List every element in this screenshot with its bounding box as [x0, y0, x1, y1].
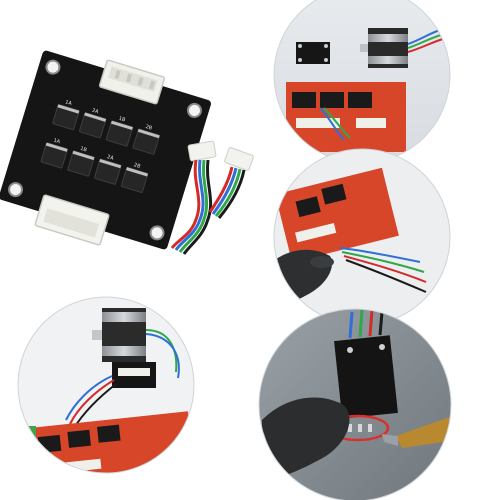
board-label-3: 1B: [118, 116, 127, 124]
board-label-1: 1A: [64, 99, 73, 107]
board-label-5: 1A: [53, 138, 62, 146]
circle-photo-motor-and-module: [273, 0, 451, 164]
top-connector: [98, 59, 166, 105]
board-label-8: 2B: [133, 162, 142, 170]
circle-photo-motor-wired: [17, 296, 195, 474]
board-label-4: 2B: [145, 124, 154, 132]
main-module-photo: 1A 2A 1B 2B 1A 1B 2A 2B: [0, 50, 254, 255]
circle-photo-hand-connecting: [273, 148, 451, 326]
cable-assembly: [170, 140, 254, 255]
board-label-7: 2A: [106, 154, 115, 162]
circle-photo-soldering: [258, 308, 452, 500]
bottom-connector: [34, 194, 110, 246]
board-label-6: 1B: [79, 146, 88, 154]
board-label-2: 2A: [91, 108, 100, 116]
